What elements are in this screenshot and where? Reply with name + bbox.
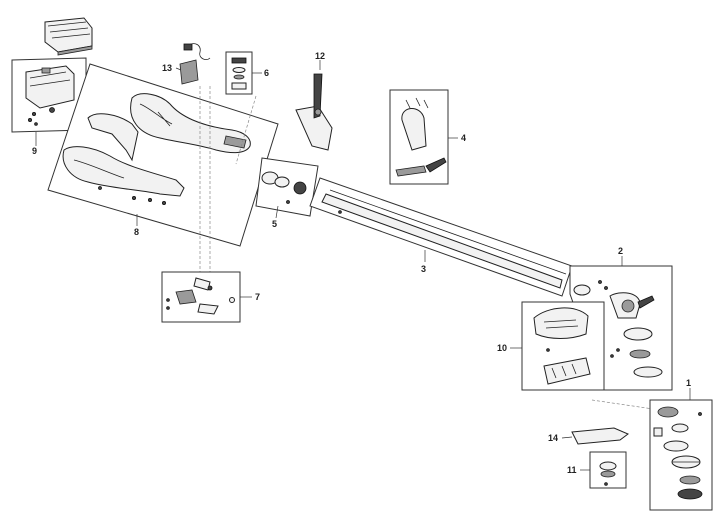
battery-holder-part [25, 65, 75, 126]
part-14-cutting-blade [571, 427, 629, 445]
housing-half-lower [62, 146, 185, 205]
callout-13: 13 [162, 63, 172, 73]
trigger-cover [87, 113, 139, 162]
assembly-guide-lines [199, 86, 661, 411]
panel-5-shaft-couplers [255, 157, 319, 217]
panel-3-shaft [309, 177, 573, 297]
callout-3: 3 [421, 264, 426, 274]
housing-half-upper [130, 93, 251, 154]
panel-10-guard-assembly [521, 301, 605, 391]
battery-pack [44, 17, 93, 56]
callout-8: 8 [134, 227, 139, 237]
panel-7-trigger-parts [161, 271, 241, 323]
part-12-debris-guard [295, 73, 333, 151]
panel-8-handle-housing [47, 63, 279, 247]
callout-4: 4 [461, 133, 466, 143]
panel-4-auxiliary-handle [389, 89, 449, 185]
callout-14: 14 [548, 433, 558, 443]
callout-5: 5 [272, 219, 277, 229]
callout-11: 11 [567, 465, 577, 475]
part-13-switch-module [179, 43, 211, 85]
callout-7: 7 [255, 292, 260, 302]
panel-9-battery-housing [11, 57, 87, 133]
callout-6: 6 [264, 68, 269, 78]
panel-1-spool-assembly [649, 399, 713, 511]
panel-11-spool-cap [589, 451, 627, 489]
callout-12: 12 [315, 51, 325, 61]
panel-6-small-parts [225, 51, 253, 95]
callout-10: 10 [497, 343, 507, 353]
callout-2: 2 [618, 246, 623, 256]
callout-1: 1 [686, 378, 691, 388]
callout-9: 9 [32, 146, 37, 156]
